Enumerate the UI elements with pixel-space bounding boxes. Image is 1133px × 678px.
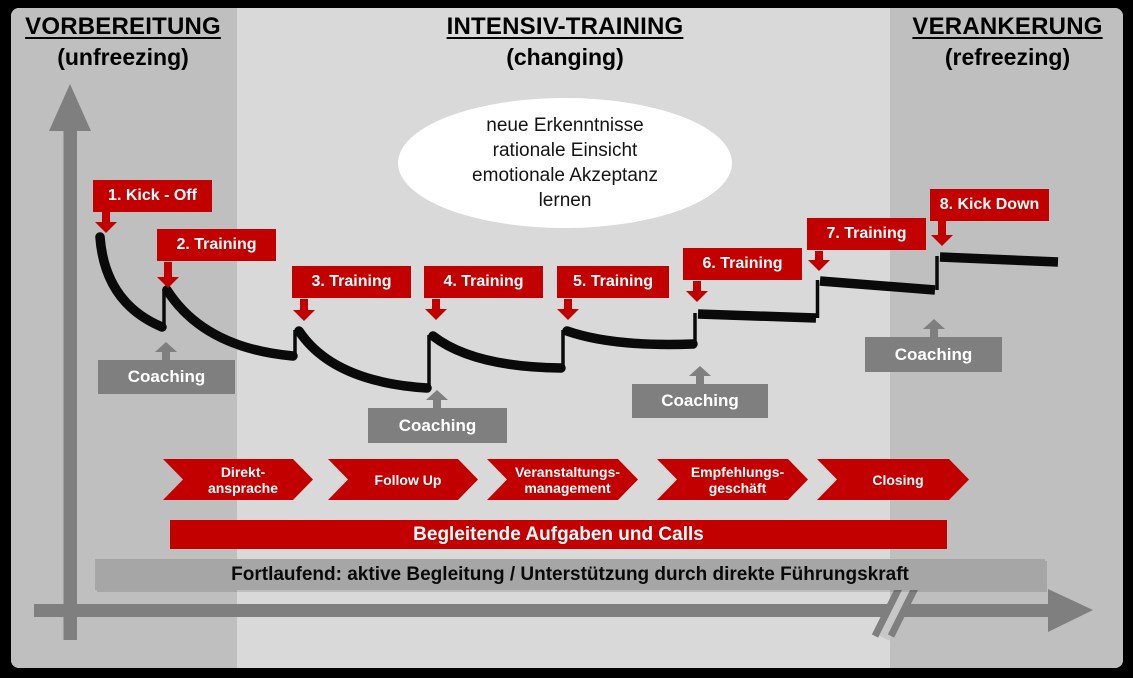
down-arrow-icon <box>157 262 179 293</box>
curve-decay-3 <box>294 326 432 393</box>
y-axis <box>63 128 77 640</box>
bubble-line: lernen <box>538 190 592 211</box>
tasks-bar: Begleitende Aufgaben und Calls <box>170 520 947 549</box>
x-axis <box>34 604 1050 617</box>
up-arrow-icon <box>923 319 945 342</box>
phase-subtitle: (changing) <box>506 44 624 70</box>
curve-step-7 <box>819 276 936 295</box>
y-axis-arrowhead-icon <box>49 84 91 131</box>
milestone-6-training: 6. Training <box>683 248 802 280</box>
axis-break-icon <box>871 580 906 638</box>
step-line: Follow Up <box>374 471 442 488</box>
milestone-3-training: 3. Training <box>292 266 411 298</box>
axis-break-icon <box>887 580 922 638</box>
coaching-box-3: Coaching <box>632 384 768 418</box>
phase-title: VERANKERUNG <box>912 13 1103 40</box>
process-step-closing: Closing <box>817 459 969 500</box>
curve-decay-1 <box>95 232 167 332</box>
milestone-2-training: 2. Training <box>157 229 276 261</box>
phase-header-vorbereitung: VORBEREITUNG (unfreezing) <box>18 13 228 71</box>
phase-header-intensiv-training: INTENSIV-TRAINING (changing) <box>395 13 735 71</box>
coaching-box-4: Coaching <box>865 337 1002 372</box>
step-line: geschäft <box>708 479 767 496</box>
phase-title: VORBEREITUNG <box>25 13 221 40</box>
phase-header-verankerung: VERANKERUNG (refreezing) <box>900 13 1115 71</box>
coaching-box-2: Coaching <box>368 408 507 443</box>
milestone-4-training: 4. Training <box>424 266 543 298</box>
curve-step-6 <box>697 309 817 323</box>
curve-decay-2 <box>162 285 298 361</box>
curve-decay-4 <box>428 331 566 373</box>
bubble-line: rationale Einsicht <box>492 140 638 161</box>
up-arrow-icon <box>689 366 711 389</box>
curve-decay-5 <box>562 326 698 350</box>
bubble-line: neue Erkenntnisse <box>486 115 644 136</box>
phase-subtitle: (unfreezing) <box>57 44 189 70</box>
process-step-follow-up: Follow Up <box>328 459 478 500</box>
down-arrow-icon <box>95 212 117 238</box>
milestone-5-training: 5. Training <box>557 266 669 298</box>
process-step-veranstaltungsmanagement: Veranstaltungs- management <box>487 459 638 500</box>
process-step-direktansprache: Direkt- ansprache <box>163 459 313 500</box>
down-arrow-icon <box>557 299 579 325</box>
insight-bubble: neue Erkenntnisse rationale Einsicht emo… <box>398 98 732 228</box>
milestone-8-kick-down: 8. Kick Down <box>930 189 1049 221</box>
milestone-1-kick-off: 1. Kick - Off <box>93 180 212 212</box>
process-step-empfehlungsgeschaeft: Empfehlungs- geschäft <box>657 459 808 500</box>
support-bar: Fortlaufend: aktive Begleitung / Unterst… <box>95 559 1045 590</box>
coaching-box-1: Coaching <box>98 360 235 394</box>
down-arrow-icon <box>808 251 830 276</box>
step-line: management <box>524 479 611 496</box>
x-axis-arrowhead-icon <box>1048 589 1093 632</box>
down-arrow-icon <box>425 299 447 325</box>
bubble-line: emotionale Akzeptanz <box>472 165 658 186</box>
step-line: Direkt- <box>220 463 266 480</box>
step-line: Closing <box>872 471 924 488</box>
down-arrow-icon <box>686 281 708 307</box>
phase-subtitle: (refreezing) <box>944 44 1071 70</box>
phase-title: INTENSIV-TRAINING <box>446 13 684 40</box>
down-arrow-icon <box>293 299 315 326</box>
milestone-7-training: 7. Training <box>807 218 926 250</box>
down-arrow-icon <box>931 221 953 251</box>
step-line: Veranstaltungs- <box>514 463 621 480</box>
step-line: ansprache <box>207 479 279 496</box>
up-arrow-icon <box>426 390 448 413</box>
step-line: Empfehlungs- <box>690 463 785 480</box>
curve-step-8 <box>939 252 1059 267</box>
